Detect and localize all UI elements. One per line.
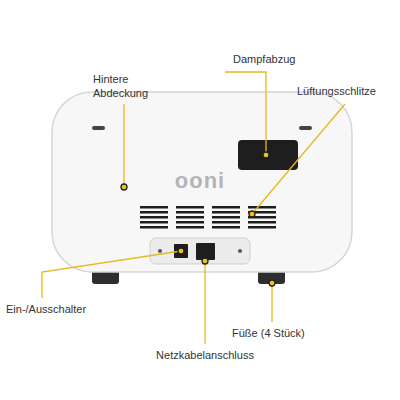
part-label: Ein-/Ausschalter [6,302,116,316]
housing [52,92,352,272]
part-label: Dampfabzug [233,52,323,66]
brand-logo: ooni [170,170,230,192]
top-slot [299,126,312,130]
leader-lines [42,72,345,344]
part-label: Netzkabelanschluss [145,348,265,362]
steam-outlet [238,140,298,170]
callout-dots [121,152,275,286]
part-label: Lüftungsschlitze [297,84,397,98]
screw [238,249,242,253]
connector-panel [150,238,250,264]
top-slot [92,126,105,130]
part-label: Hintere Abdeckung [93,72,173,101]
screw [158,249,162,253]
part-label: Füße (4 Stück) [232,326,342,340]
power-switch [174,244,188,258]
